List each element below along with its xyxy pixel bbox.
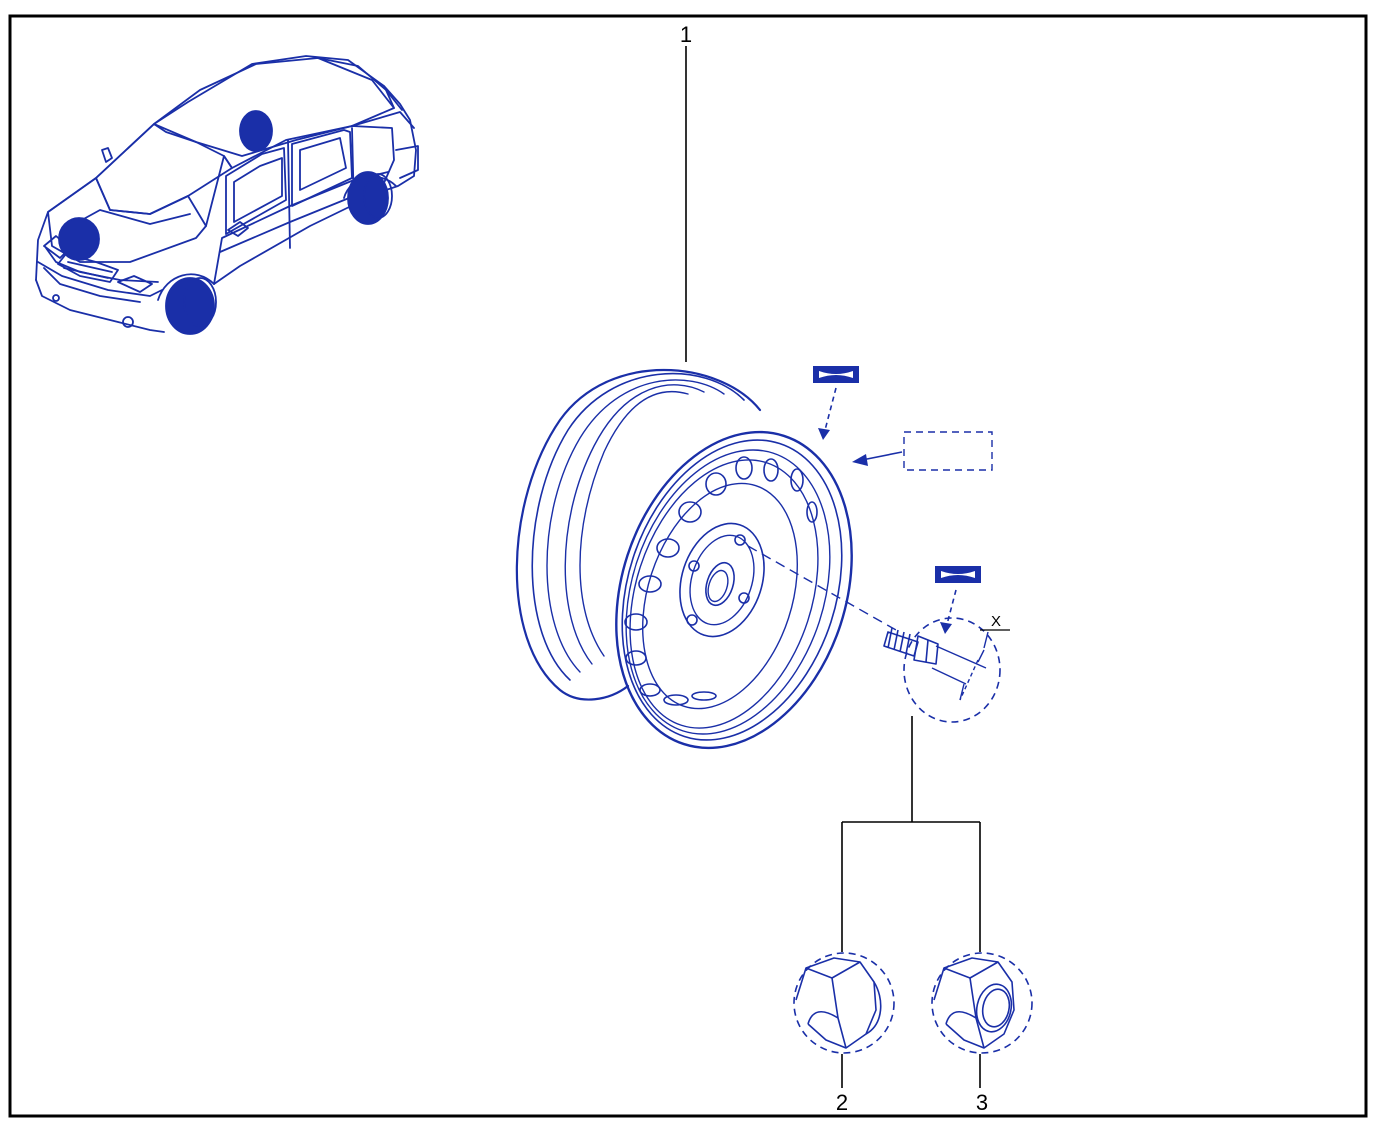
highlight-rear-right-wheel xyxy=(347,171,389,225)
callout-2-label: 2 xyxy=(836,1090,848,1115)
callout-3-label: 3 xyxy=(976,1090,988,1115)
steel-wheel-rim xyxy=(515,369,853,750)
callout-branch-leaders xyxy=(841,716,981,1088)
label-tag-icon xyxy=(813,366,859,383)
callout-1-label: 1 xyxy=(680,22,692,47)
cap-nut-part-2 xyxy=(793,952,895,1054)
open-nut-part-3 xyxy=(931,952,1033,1054)
wheel-bolt xyxy=(883,617,1001,723)
highlight-front-left-wheel xyxy=(58,217,100,261)
bolt-axis-line xyxy=(747,545,897,631)
diagram-frame xyxy=(8,14,1368,1118)
highlight-rear-left-wheel xyxy=(239,110,273,152)
highlight-front-right-wheel xyxy=(165,277,215,335)
dimension-x-label: X xyxy=(991,613,1001,630)
reference-box-dashed xyxy=(903,431,993,471)
label-tag-icon-bolt xyxy=(935,566,981,583)
dimension-x xyxy=(931,629,1010,701)
vehicle-locator xyxy=(35,55,419,335)
